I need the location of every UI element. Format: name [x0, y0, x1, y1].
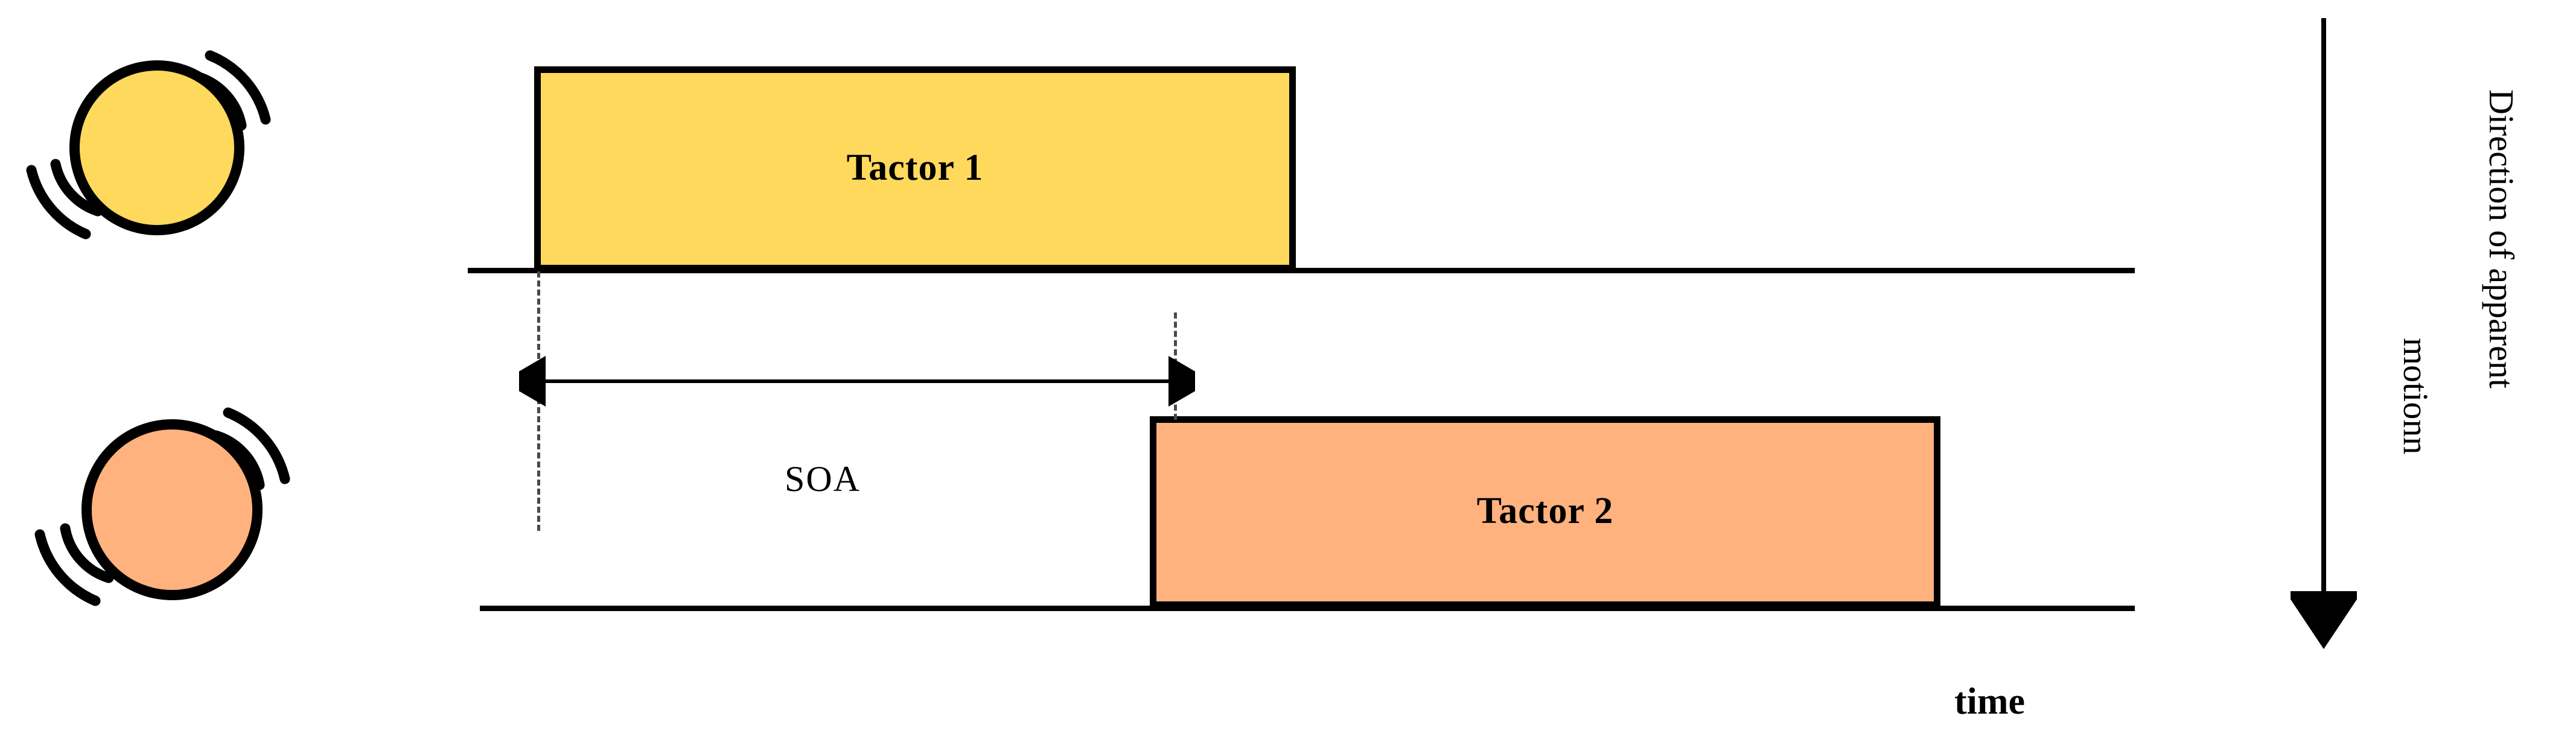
tactor-2-pulse-box[interactable]: Tactor 2 — [1150, 416, 1940, 608]
tactor-1-pulse-box[interactable]: Tactor 1 — [534, 66, 1296, 271]
tactor-2-vibration-arcs — [34, 407, 290, 606]
direction-caption-line-1: Direction of apparent — [2482, 89, 2521, 389]
tactor-1-vibration-arcs — [26, 50, 271, 239]
timeline-baseline-top — [468, 268, 2135, 273]
tactor-1-icon — [18, 12, 278, 265]
direction-caption-line-2: motionn — [2396, 338, 2435, 455]
tactor-1-pulse-label: Tactor 1 — [846, 147, 984, 188]
tactor-2-pulse-label: Tactor 2 — [1476, 490, 1614, 531]
tactor-2-icon — [24, 368, 296, 639]
time-axis-label: time — [1954, 681, 2026, 722]
timeline-baseline-bottom — [480, 606, 2135, 611]
direction-of-motion-arrow — [2291, 18, 2357, 649]
soa-label: SOA — [785, 459, 861, 499]
soa-measure-arrow — [519, 356, 1195, 407]
